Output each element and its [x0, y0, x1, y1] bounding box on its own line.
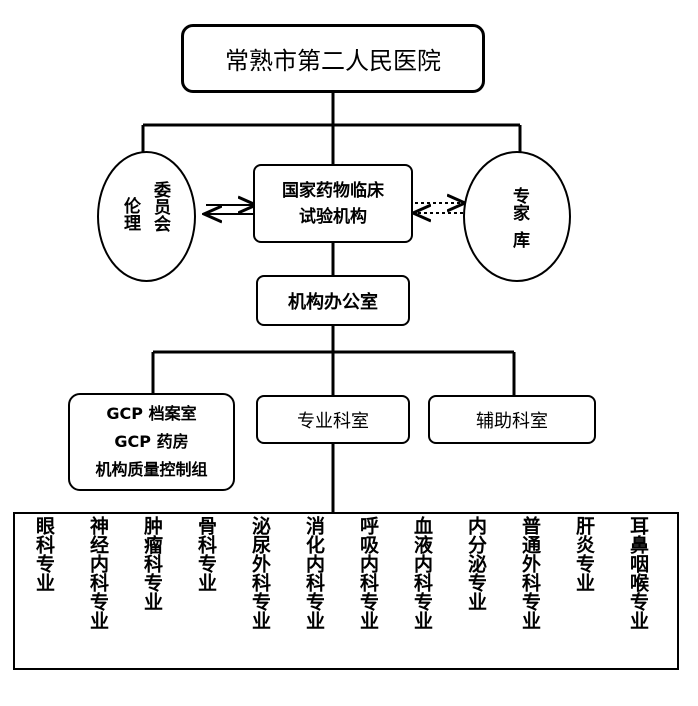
institution-line1: 国家药物临床 — [282, 180, 384, 201]
office-label: 机构办公室 — [288, 291, 378, 313]
dept-hematology: 血液内科专业 — [411, 516, 433, 630]
dept-oncology: 肿瘤科专业 — [141, 516, 163, 611]
dept-neurology: 神经内科专业 — [87, 516, 109, 630]
hospital-box: 常熟市第二人民医院 — [181, 24, 485, 93]
dept-ophthalmology: 眼科专业 — [33, 516, 55, 592]
office-box: 机构办公室 — [256, 275, 410, 326]
hospital-name: 常熟市第二人民医院 — [225, 47, 441, 75]
ethics-line1: 伦理 — [120, 197, 140, 231]
dept-endocrinology: 内分泌专业 — [465, 516, 487, 611]
gcp-archive: GCP 档案室 — [106, 404, 197, 423]
dept-respiratory: 呼吸内科专业 — [357, 516, 379, 630]
institution-line2: 试验机构 — [299, 206, 367, 227]
specialty-dept-label: 专业科室 — [297, 410, 369, 432]
gcp-box: GCP 档案室 GCP 药房 机构质量控制组 — [68, 393, 235, 491]
ethics-committee-ellipse: 伦理 委员会 — [97, 151, 196, 282]
dept-gastroenterology: 消化内科专业 — [303, 516, 325, 630]
expert-line2: 库 — [509, 231, 529, 248]
institution-box: 国家药物临床 试验机构 — [253, 164, 413, 243]
expert-database-ellipse: 专家 库 — [463, 151, 571, 282]
quality-control-group: 机构质量控制组 — [95, 460, 208, 479]
auxiliary-dept-box: 辅助科室 — [428, 395, 596, 444]
gcp-pharmacy: GCP 药房 — [114, 432, 189, 451]
specialty-dept-box: 专业科室 — [256, 395, 410, 444]
dept-urology: 泌尿外科专业 — [249, 516, 271, 630]
ethics-line2: 委员会 — [150, 181, 170, 232]
departments-frame — [13, 512, 679, 670]
auxiliary-dept-label: 辅助科室 — [476, 410, 548, 432]
expert-line1: 专家 — [509, 187, 529, 221]
dept-ent: 耳鼻咽喉专业 — [627, 516, 649, 630]
dept-general-surgery: 普通外科专业 — [519, 516, 541, 630]
dept-orthopedics: 骨科专业 — [195, 516, 217, 592]
dept-hepatitis: 肝炎专业 — [573, 516, 595, 592]
